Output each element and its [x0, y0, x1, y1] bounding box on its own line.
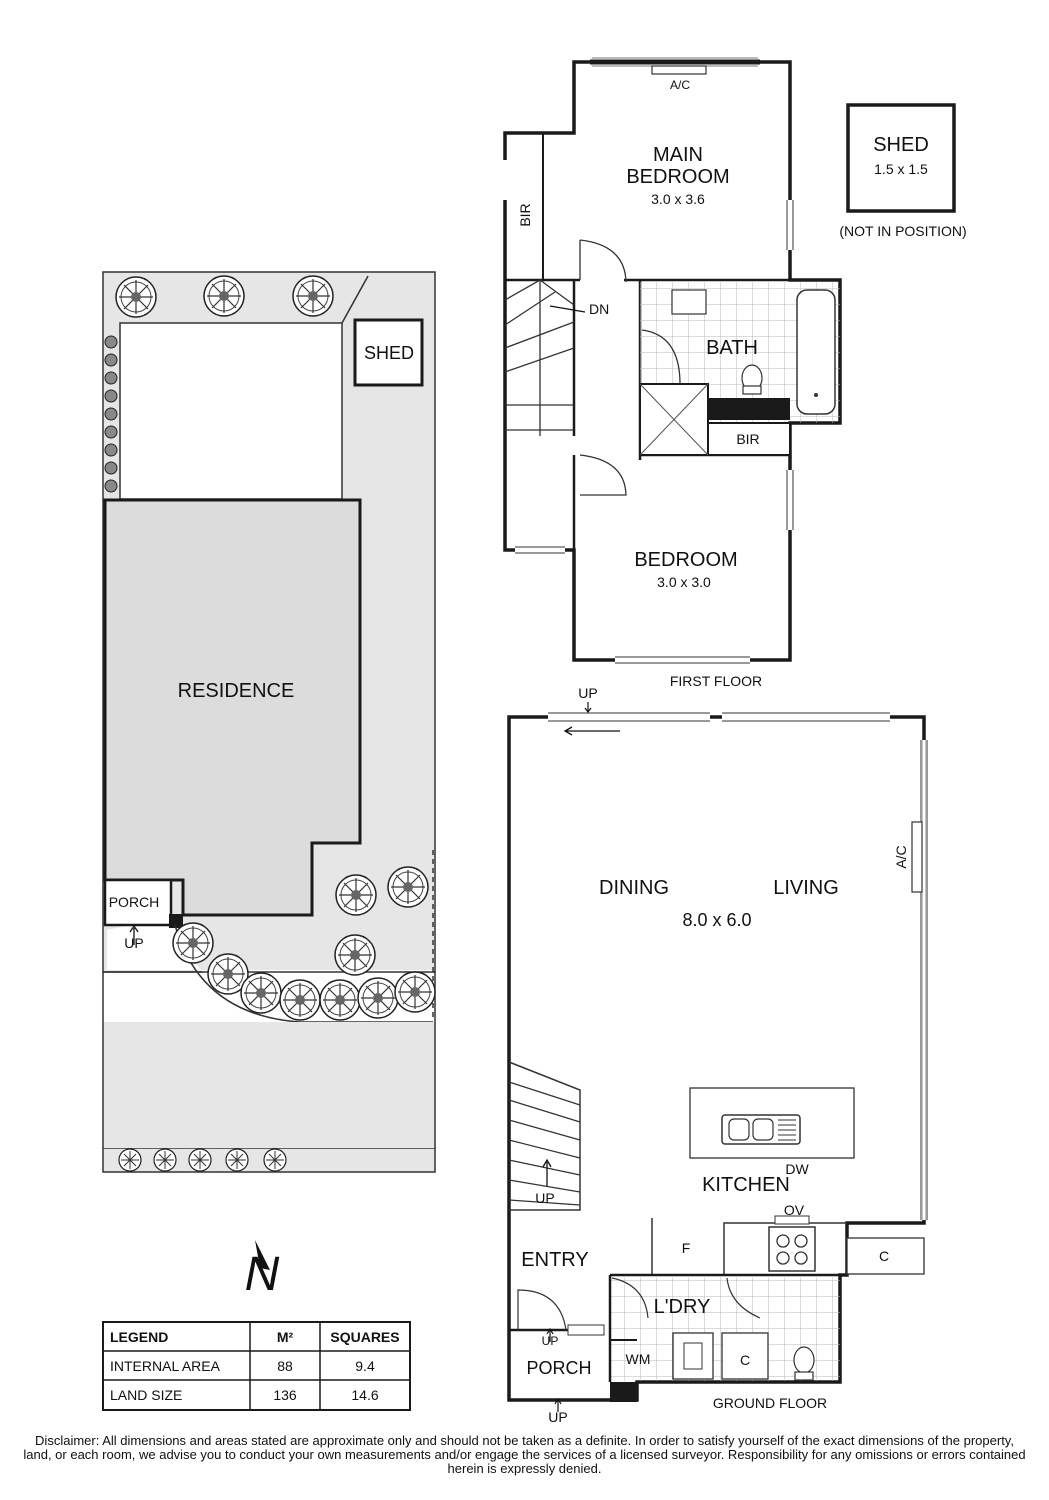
tree-icon	[394, 971, 436, 1013]
shrub-icon	[263, 1148, 287, 1172]
shed-title: SHED	[873, 134, 929, 156]
legend-row-m2: 88	[277, 1358, 293, 1374]
tree-icon	[279, 979, 321, 1021]
dn-label: DN	[589, 301, 609, 317]
site-porch-label: PORCH	[109, 894, 160, 910]
gf-porch-label: PORCH	[526, 1358, 591, 1378]
bath-label: BATH	[706, 337, 758, 359]
living-dims: 8.0 x 6.0	[682, 910, 751, 930]
tree-icon	[319, 979, 361, 1021]
legend-header-legend: LEGEND	[110, 1329, 168, 1345]
tree-icon	[292, 275, 334, 317]
first-floor-label: FIRST FLOOR	[670, 673, 762, 689]
site-shed-label: SHED	[364, 343, 414, 363]
tree-icon	[335, 874, 377, 916]
hedge-icon	[104, 335, 118, 349]
legend-row-m2: 136	[273, 1387, 297, 1403]
residence-label: RESIDENCE	[178, 680, 295, 702]
shed-detail: SHED 1.5 x 1.5 (NOT IN POSITION)	[839, 103, 967, 239]
shrub-icon	[118, 1148, 142, 1172]
gf-up-stair-label: UP	[535, 1190, 554, 1206]
hedge-icon	[104, 425, 118, 439]
laundry-label: L'DRY	[654, 1296, 711, 1318]
ac-unit-living	[911, 821, 923, 893]
cooktop-icon	[768, 1226, 816, 1272]
north-arrow-icon: N	[245, 1240, 280, 1301]
hedge-icon	[104, 479, 118, 493]
first-floor-plan: A/C MAIN BEDROOM 3.0 x 3.6 BIR DN BATH B…	[503, 57, 842, 689]
site-shed	[353, 318, 424, 387]
site-porch	[103, 878, 173, 927]
dw-label: DW	[785, 1161, 809, 1177]
ground-floor-label: GROUND FLOOR	[713, 1395, 827, 1411]
kitchen-cupboard-label: C	[879, 1248, 889, 1264]
legend-row-label: LAND SIZE	[110, 1387, 182, 1403]
main-bedroom-label-1: MAIN	[653, 144, 703, 166]
tree-icon	[115, 276, 157, 318]
living-label: LIVING	[773, 877, 839, 899]
shed-dims: 1.5 x 1.5	[874, 161, 928, 177]
ov-label: OV	[784, 1202, 805, 1218]
tree-icon	[387, 866, 429, 908]
hedge-icon	[104, 461, 118, 475]
main-bedroom-label-2: BEDROOM	[626, 166, 729, 188]
bir-left-label: BIR	[517, 203, 533, 226]
hedge-icon	[104, 371, 118, 385]
ground-floor-plan: UP DINING LIVING 8.0 x 6.0 A/C DW KITCHE…	[507, 685, 928, 1425]
dining-label: DINING	[599, 877, 669, 899]
main-bedroom-dims: 3.0 x 3.6	[651, 191, 705, 207]
shrub-icon	[188, 1148, 212, 1172]
site-plan: SHED RESIDENCE PORCH UP	[102, 271, 436, 1173]
legend-row-label: INTERNAL AREA	[110, 1358, 221, 1374]
laundry-cupboard-label: C	[740, 1352, 750, 1368]
toilet-icon	[793, 1346, 815, 1374]
ff-ac-label: A/C	[670, 78, 690, 92]
bathtub-icon	[796, 289, 836, 415]
fridge-label: F	[682, 1240, 691, 1256]
stairs-ground-floor	[508, 1061, 581, 1211]
shrub-icon	[225, 1148, 249, 1172]
wm-label: WM	[626, 1351, 651, 1367]
tree-icon	[203, 275, 245, 317]
gf-up-top-label: UP	[578, 685, 597, 701]
tree-icon	[334, 934, 376, 976]
hedge-icon	[104, 407, 118, 421]
gf-ac-label: A/C	[893, 845, 909, 868]
ac-unit-main-bedroom	[651, 65, 707, 75]
bir-bath-label: BIR	[736, 431, 759, 447]
site-up-label: UP	[124, 935, 143, 951]
arrow-up-icon	[129, 924, 139, 945]
bedroom-dims: 3.0 x 3.0	[657, 574, 711, 590]
tree-icon	[357, 977, 399, 1019]
tree-icon	[172, 922, 214, 964]
disclaimer-text: Disclaimer: All dimensions and areas sta…	[23, 1433, 1026, 1476]
kitchen-label: KITCHEN	[702, 1174, 790, 1196]
tree-icon	[240, 972, 282, 1014]
legend-header-squares: SQUARES	[330, 1329, 399, 1345]
hedge-icon	[104, 389, 118, 403]
legend-row-squares: 14.6	[351, 1387, 378, 1403]
entry-label: ENTRY	[521, 1249, 588, 1271]
stairs-first-floor	[504, 279, 586, 436]
shrub-icon	[153, 1148, 177, 1172]
legend-row-squares: 9.4	[355, 1358, 375, 1374]
legend-table: LEGEND M² SQUARES INTERNAL AREA 88 9.4 L…	[102, 1321, 411, 1411]
hedge-icon	[104, 353, 118, 367]
legend-header-m2: M²	[277, 1329, 294, 1345]
hedge-icon	[104, 443, 118, 457]
shed-note: (NOT IN POSITION)	[839, 223, 966, 239]
rear-yard	[119, 322, 343, 500]
porch-up-inner-label: UP	[542, 1334, 559, 1348]
bedroom-label: BEDROOM	[634, 549, 737, 571]
porch-up-label: UP	[548, 1409, 567, 1425]
